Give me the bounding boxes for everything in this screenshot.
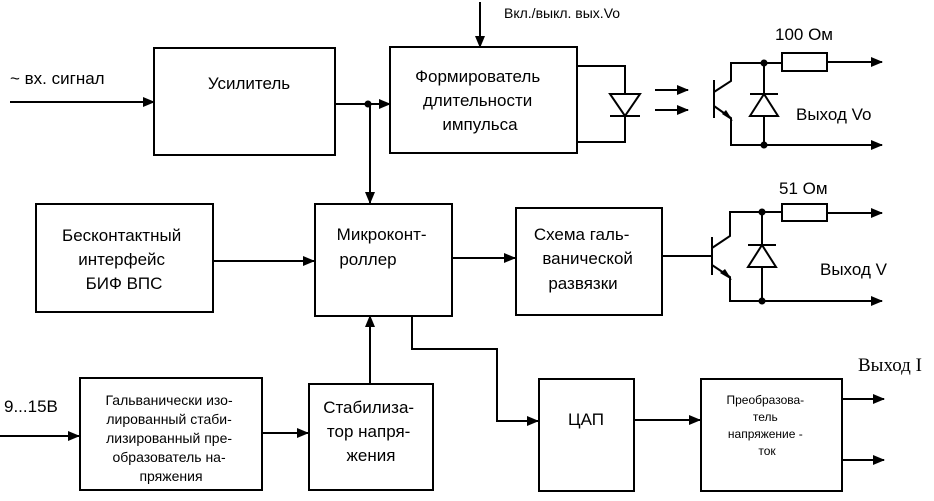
vi-converter-label: Преобразова- тель напряжение - ток [726,393,807,458]
resistor-51-icon [781,203,828,222]
converter-label: Гальванически изо- лированный стаби- лиз… [106,392,237,484]
enable-label: Вкл./выкл. вых.Vo [504,5,620,21]
out-vo-label: Выход Vo [796,105,871,124]
stabilizer-label: Стабилиза- тор напря- жения [323,398,419,465]
opto-led-icon [608,93,642,118]
pulse-former-label: Формирователь длительности импульса [415,67,545,134]
mcu-label: Микроконт- роллер [337,225,432,269]
converter-block [79,377,263,491]
mcu-block [314,203,453,317]
interface-block [35,203,214,313]
protective-diode-icon [746,243,778,268]
dac-block [538,378,635,492]
vi-converter-block [700,378,843,492]
resistor-100-icon [781,52,828,72]
isolation-block [515,207,663,316]
supply-label: 9...15В [4,397,58,416]
r-top-label: 100 Ом [775,25,833,44]
pulse-former-block [389,46,578,154]
junction-dot [364,100,372,108]
dac-label: ЦАП [568,410,604,429]
amplifier-block [153,47,336,156]
stabilizer-block [308,383,434,491]
out-i-label: Выход I [858,355,922,376]
r-mid-label: 51 Ом [779,179,828,198]
protective-diode-icon [748,92,780,117]
interface-label: Бесконтактный интерфейс БИФ ВПС [62,226,186,293]
input-signal-label: ~ вх. сигнал [10,69,105,88]
mcu-to-dac-wire [411,316,539,426]
amplifier-label: Усилитель [208,74,290,93]
out-v-label: Выход V [820,260,888,279]
isolation-label: Схема галь- ванической развязки [534,225,638,293]
